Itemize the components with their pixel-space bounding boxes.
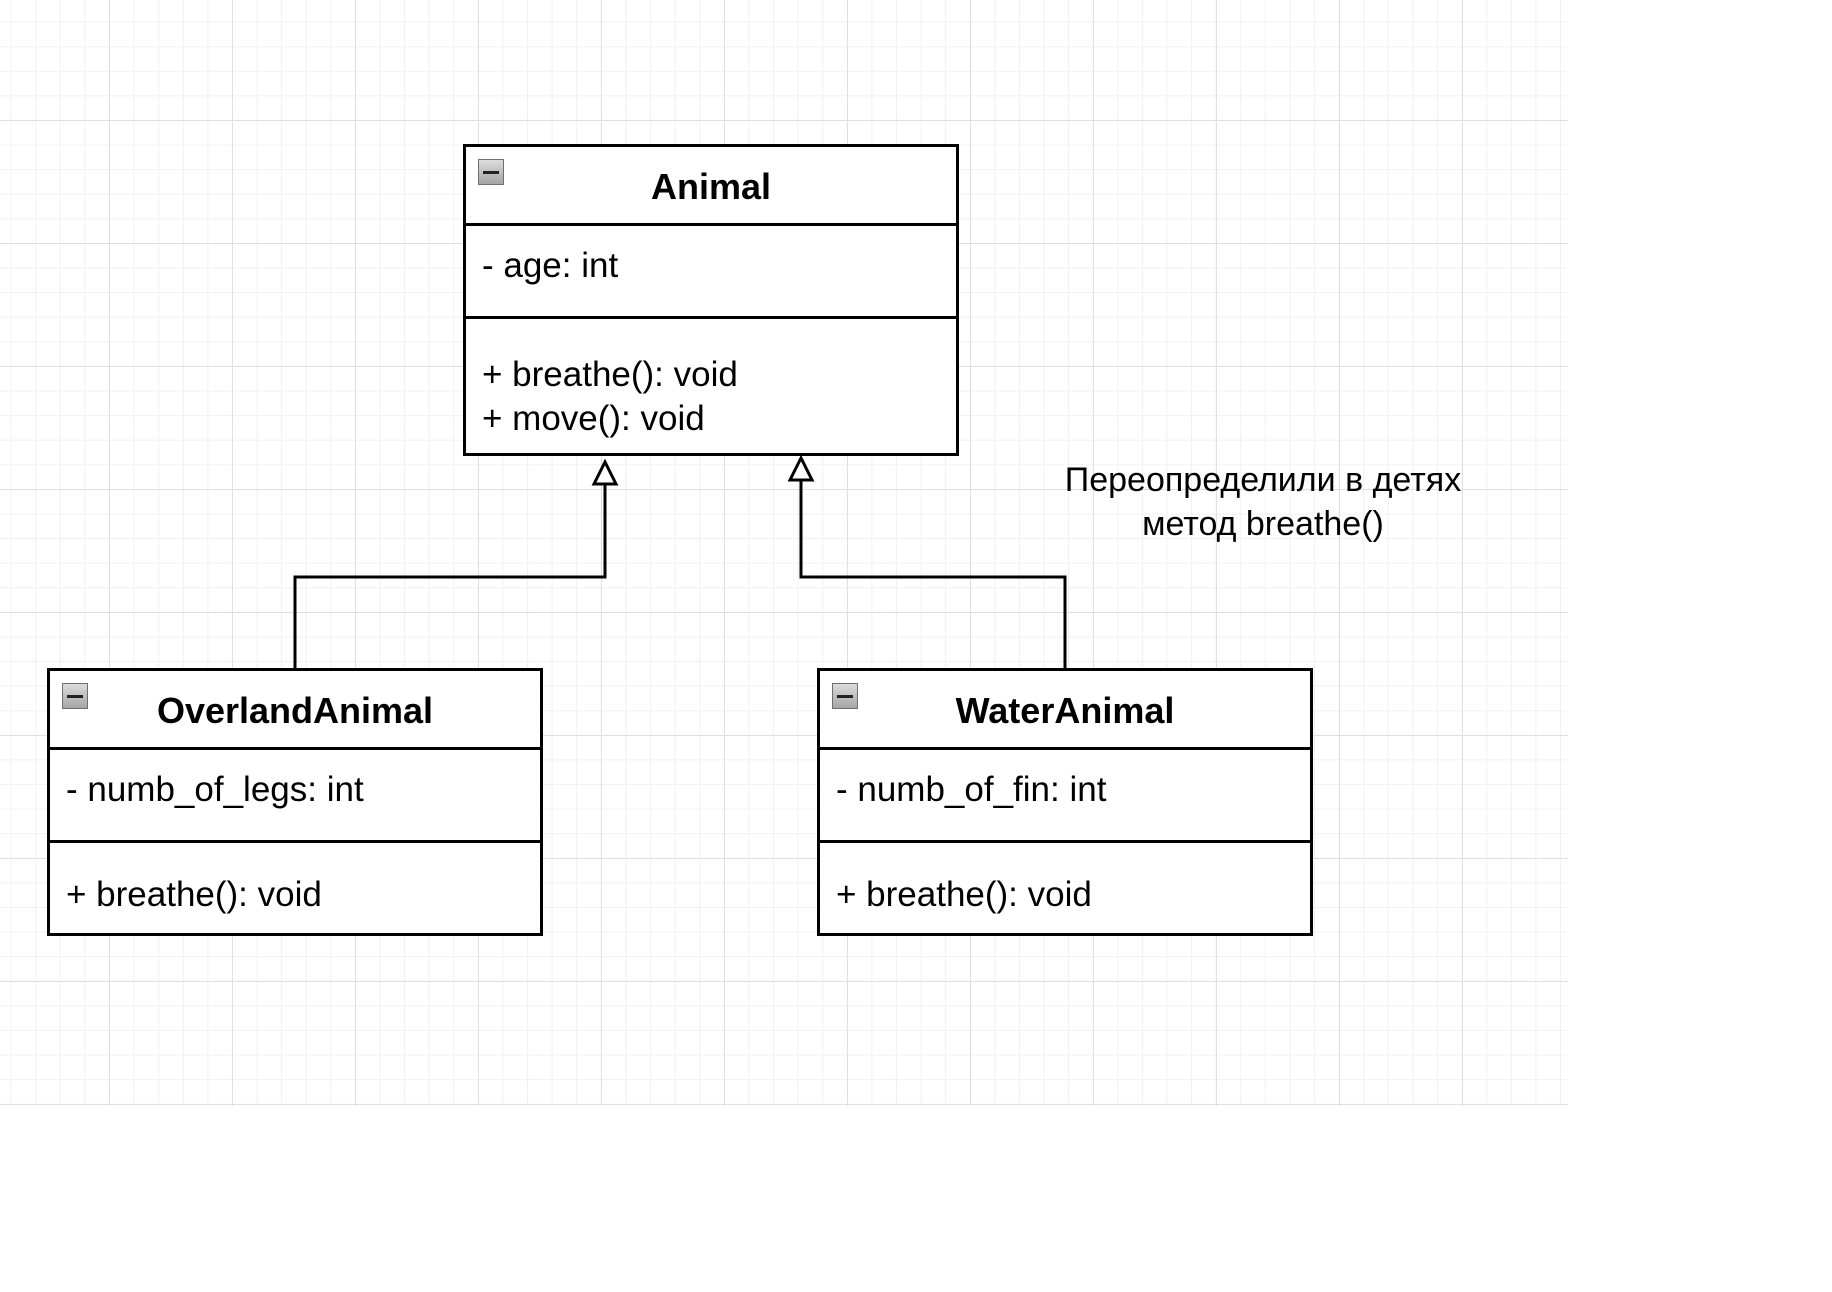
method-item: + breathe(): void xyxy=(836,875,1092,914)
class-overland-animal-methods[interactable]: + breathe(): void xyxy=(50,843,540,917)
class-animal-attributes[interactable]: - age: int xyxy=(466,226,956,319)
generalization-connector-overland-animal[interactable] xyxy=(293,483,607,670)
attribute-item: - numb_of_legs: int xyxy=(66,770,364,809)
class-overland-animal-name: OverlandAnimal xyxy=(156,690,434,731)
class-overland-animal-header[interactable]: OverlandAnimal xyxy=(50,671,540,750)
annotation-line: метод breathe() xyxy=(1142,505,1384,543)
class-animal[interactable]: Animal - age: int + breathe(): void + mo… xyxy=(463,144,959,456)
attribute-item: - age: int xyxy=(482,246,619,285)
annotation-text[interactable]: Переопределили в детях метод breathe() xyxy=(1030,458,1496,546)
method-item: + breathe(): void xyxy=(482,355,738,394)
method-item: + breathe(): void xyxy=(66,875,322,914)
collapse-minus-icon[interactable] xyxy=(478,159,504,185)
diagram-canvas: Animal - age: int + breathe(): void + mo… xyxy=(0,0,1568,1106)
generalization-arrowhead-overland-animal xyxy=(591,458,619,486)
class-overland-animal[interactable]: OverlandAnimal - numb_of_legs: int + bre… xyxy=(47,668,543,936)
annotation-line: Переопределили в детях xyxy=(1064,461,1462,499)
class-overland-animal-attributes[interactable]: - numb_of_legs: int xyxy=(50,750,540,843)
attribute-item: - numb_of_fin: int xyxy=(836,770,1107,809)
class-animal-header[interactable]: Animal xyxy=(466,147,956,226)
method-item: + move(): void xyxy=(482,399,705,438)
class-water-animal[interactable]: WaterAnimal - numb_of_fin: int + breathe… xyxy=(817,668,1313,936)
minus-glyph xyxy=(483,171,499,174)
class-water-animal-name: WaterAnimal xyxy=(955,690,1175,731)
class-water-animal-header[interactable]: WaterAnimal xyxy=(820,671,1310,750)
class-animal-methods[interactable]: + breathe(): void + move(): void xyxy=(466,319,956,441)
connectors-layer xyxy=(293,454,1067,670)
generalization-connector-water-animal[interactable] xyxy=(799,479,1067,670)
class-animal-name: Animal xyxy=(650,166,772,207)
class-water-animal-attributes[interactable]: - numb_of_fin: int xyxy=(820,750,1310,843)
minus-glyph xyxy=(837,695,853,698)
class-water-animal-methods[interactable]: + breathe(): void xyxy=(820,843,1310,917)
minus-glyph xyxy=(67,695,83,698)
collapse-minus-icon[interactable] xyxy=(62,683,88,709)
collapse-minus-icon[interactable] xyxy=(832,683,858,709)
generalization-arrowhead-water-animal xyxy=(787,454,815,482)
